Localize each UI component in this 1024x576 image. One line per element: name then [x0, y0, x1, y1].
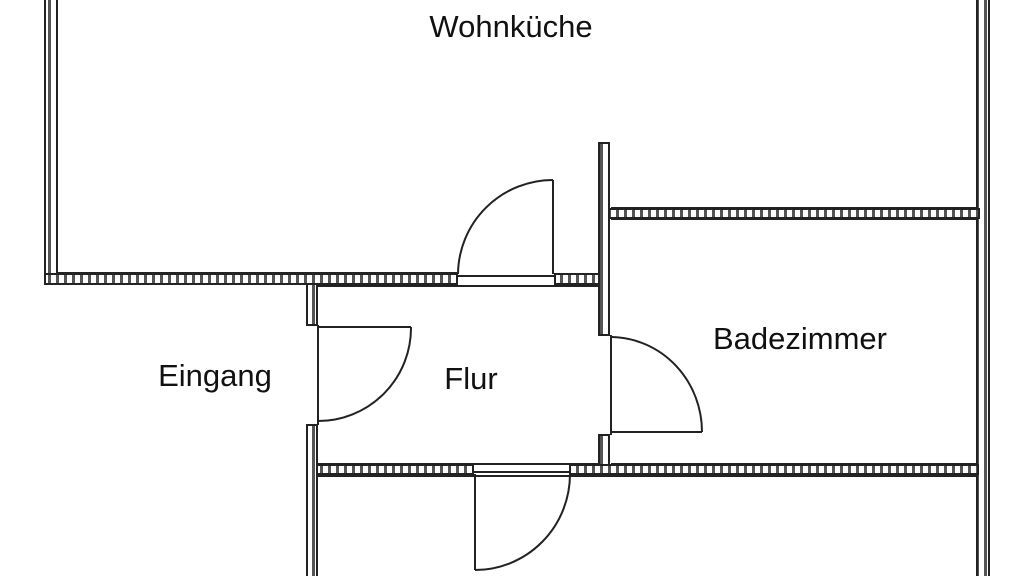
room-label-hallway: Flur	[444, 361, 497, 396]
door-bottom-room	[474, 473, 571, 571]
wall-kitchen-bottom-left	[44, 273, 458, 285]
room-label-bathroom: Badezimmer	[713, 321, 887, 356]
room-label-kitchen: Wohnküche	[429, 9, 592, 44]
door-entrance	[317, 326, 413, 422]
wall-bath-top	[608, 208, 980, 219]
wall-kitchen-bottom-right	[554, 273, 606, 285]
wall-hallway-bottom-left	[316, 464, 474, 475]
wall-hallway-left-top	[306, 283, 318, 326]
wall-hallway-bottom-right	[569, 464, 979, 475]
door-kitchen	[457, 179, 554, 275]
wall-kitchen-bath-vertical-top	[598, 142, 610, 336]
room-label-entrance: Eingang	[158, 358, 272, 393]
wall-outer-right	[976, 0, 990, 576]
wall-hallway-left-bottom	[306, 424, 318, 576]
door-bathroom	[611, 336, 703, 433]
wall-outer-left	[44, 0, 58, 284]
